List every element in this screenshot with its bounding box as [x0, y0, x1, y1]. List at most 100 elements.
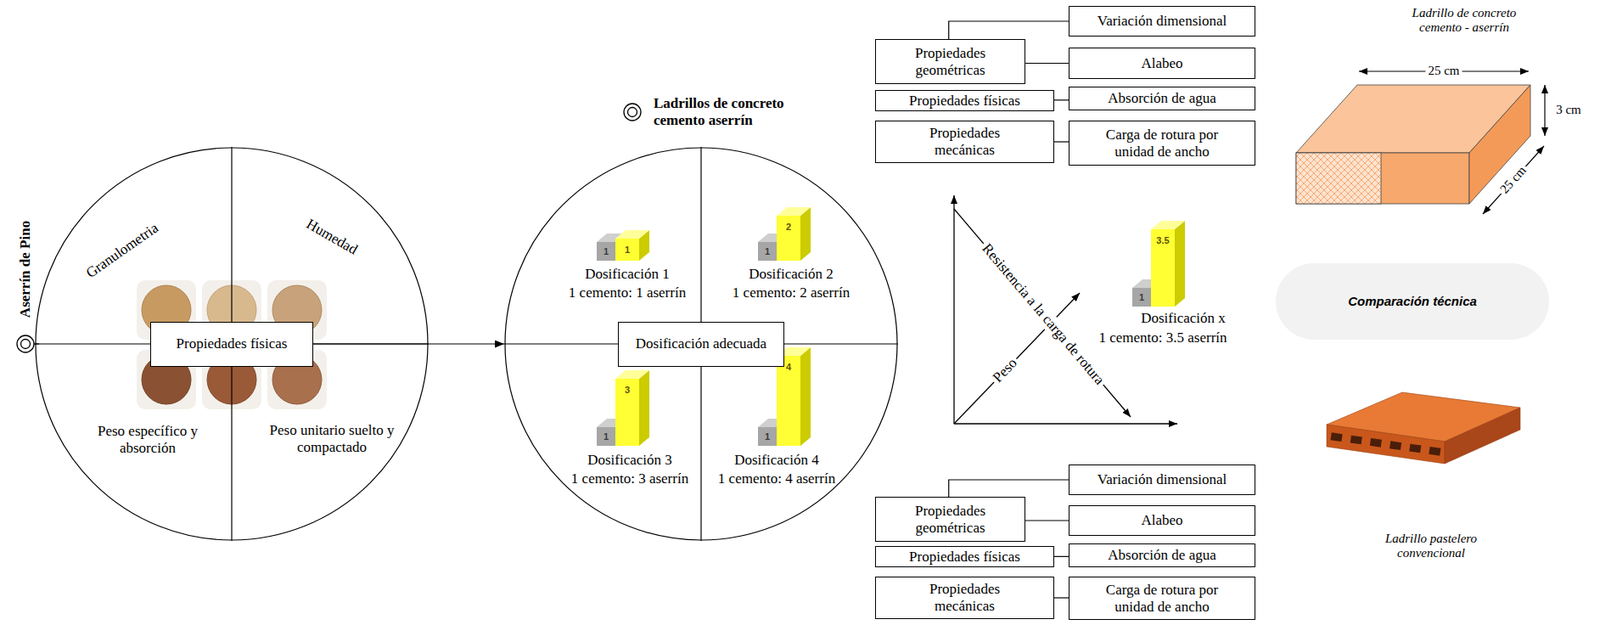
dimension-line	[1482, 145, 1544, 214]
box-text: Propiedades mecánicas	[914, 124, 1017, 158]
region-text: 1 cemento: 2 aserrín	[732, 284, 850, 302]
cement-block	[596, 241, 616, 261]
process-box: Dosificación adecuada	[617, 321, 785, 367]
region-text: Dosificación 2	[748, 265, 834, 283]
connector-line	[1054, 596, 1069, 598]
callout-number: 1	[603, 246, 609, 258]
figure-title: Ladrillo de concreto cemento - aserrín	[1396, 5, 1533, 36]
origin-symbol	[21, 339, 31, 349]
process-box: Propiedades físicas	[150, 321, 314, 367]
callout-number: 3.5	[1156, 235, 1169, 247]
box-text: Dosificación adecuada	[635, 335, 767, 353]
process-box: Alabeo	[1068, 505, 1256, 536]
callout-number: 1	[624, 244, 630, 256]
callout-number: 1	[603, 431, 609, 443]
callout-number: 1	[764, 431, 770, 443]
region-text: Peso unitario suelto y compactado	[263, 421, 400, 455]
box-text: Carga de rotura por unidad de ancho	[1085, 581, 1239, 615]
process-box: Absorción de agua	[1068, 543, 1256, 568]
sawdust-block	[776, 207, 811, 216]
figure-title: Ladrillo pastelero convencional	[1367, 531, 1495, 562]
sawdust-block	[639, 370, 650, 446]
chart-axis	[954, 422, 1178, 424]
connector-line	[1025, 62, 1069, 64]
dosage-label: Dosificación x	[1140, 309, 1226, 327]
brick-hole	[1369, 437, 1382, 448]
process-box: Absorción de agua	[1068, 86, 1256, 111]
origin-symbol	[16, 335, 34, 353]
brick-section	[1296, 152, 1382, 204]
box-text: Propiedades físicas	[176, 335, 288, 353]
process-box: Propiedades mecánicas	[875, 576, 1055, 619]
callout-number: 3	[624, 384, 630, 396]
sawdust-block	[776, 355, 801, 446]
brick-hole	[1389, 440, 1402, 450]
callout-number: 2	[785, 221, 792, 233]
clay-brick-side	[1444, 407, 1521, 464]
circle-outline	[505, 147, 898, 540]
sawdust-block	[1150, 229, 1175, 307]
box-text: Propiedades físicas	[909, 92, 1021, 110]
sawdust-block	[800, 207, 811, 261]
sawdust-block	[615, 238, 640, 261]
box-text: Alabeo	[1140, 55, 1183, 73]
region-text: Peso específico y absorción	[84, 422, 212, 456]
brick-front	[1296, 152, 1470, 204]
dosage-label: 1 cemento: 3.5 aserrín	[1098, 329, 1227, 347]
connector-line	[1025, 519, 1069, 521]
region-text: 1 cemento: 4 aserrín	[718, 470, 836, 488]
callout-number: 1	[1139, 291, 1145, 304]
sawdust-block	[615, 230, 650, 239]
circle-region: Ladrillos de concreto cemento aserrínDos…	[504, 146, 899, 541]
region-text: Dosificación 1	[584, 265, 670, 283]
trend-arrow	[954, 292, 1080, 424]
connector-line	[1054, 555, 1069, 557]
connector-line	[948, 479, 1069, 497]
brick-side	[1469, 84, 1531, 204]
cement-block	[757, 241, 777, 261]
region-heading: Ladrillos de concreto cemento aserrín	[653, 95, 815, 129]
clay-brick-front	[1326, 424, 1445, 464]
box-text: Variación dimensional	[1097, 12, 1228, 30]
brick-hole	[1330, 432, 1343, 442]
cement-block	[596, 426, 616, 446]
box-text: Carga de rotura por unidad de ancho	[1085, 126, 1239, 160]
box-text: Propiedades físicas	[909, 548, 1021, 566]
dimension-label: 25 cm	[1425, 63, 1462, 79]
sawdust-block	[1174, 220, 1185, 307]
brick-hole	[1428, 446, 1441, 456]
process-box: Propiedades geométricas	[875, 496, 1026, 542]
sawdust-block	[776, 215, 801, 261]
box-text: Propiedades mecánicas	[914, 580, 1017, 614]
box-text: Comparación técnica	[1347, 293, 1477, 309]
region-text: Humedad	[303, 215, 360, 259]
box-text: Propiedades geométricas	[899, 502, 1002, 536]
connector-line	[1054, 140, 1069, 142]
trend-arrow	[954, 208, 1131, 417]
box-text: Absorción de agua	[1107, 89, 1216, 107]
title-symbol	[628, 107, 638, 118]
pill-box: Comparación técnica	[1275, 263, 1550, 340]
sawdust-block	[800, 347, 811, 446]
box-text: Absorción de agua	[1107, 546, 1216, 564]
process-box: Propiedades físicas	[875, 89, 1055, 113]
cement-block	[1132, 287, 1151, 307]
sawdust-block	[615, 370, 650, 379]
process-box: Carga de rotura por unidad de ancho	[1068, 576, 1256, 620]
circle-outline	[35, 147, 428, 540]
title-symbol	[623, 103, 641, 121]
process-box: Variación dimensional	[1068, 5, 1256, 37]
connector-line	[948, 21, 1069, 40]
region-text: 1 cemento: 1 aserrín	[568, 284, 686, 302]
region-heading: Aserrín de Pino	[16, 220, 34, 318]
process-box: Propiedades geométricas	[875, 39, 1026, 85]
region-text: Dosificación 3	[587, 451, 673, 469]
process-box: Variación dimensional	[1068, 464, 1256, 495]
region-text: Dosificación 4	[734, 451, 820, 469]
callout-number: 1	[764, 246, 770, 258]
sawdust-block	[1150, 220, 1185, 230]
connector-line	[1054, 99, 1069, 101]
brick-hole	[1409, 443, 1421, 454]
box-text: Propiedades geométricas	[899, 44, 1002, 79]
process-box: Alabeo	[1068, 47, 1256, 79]
